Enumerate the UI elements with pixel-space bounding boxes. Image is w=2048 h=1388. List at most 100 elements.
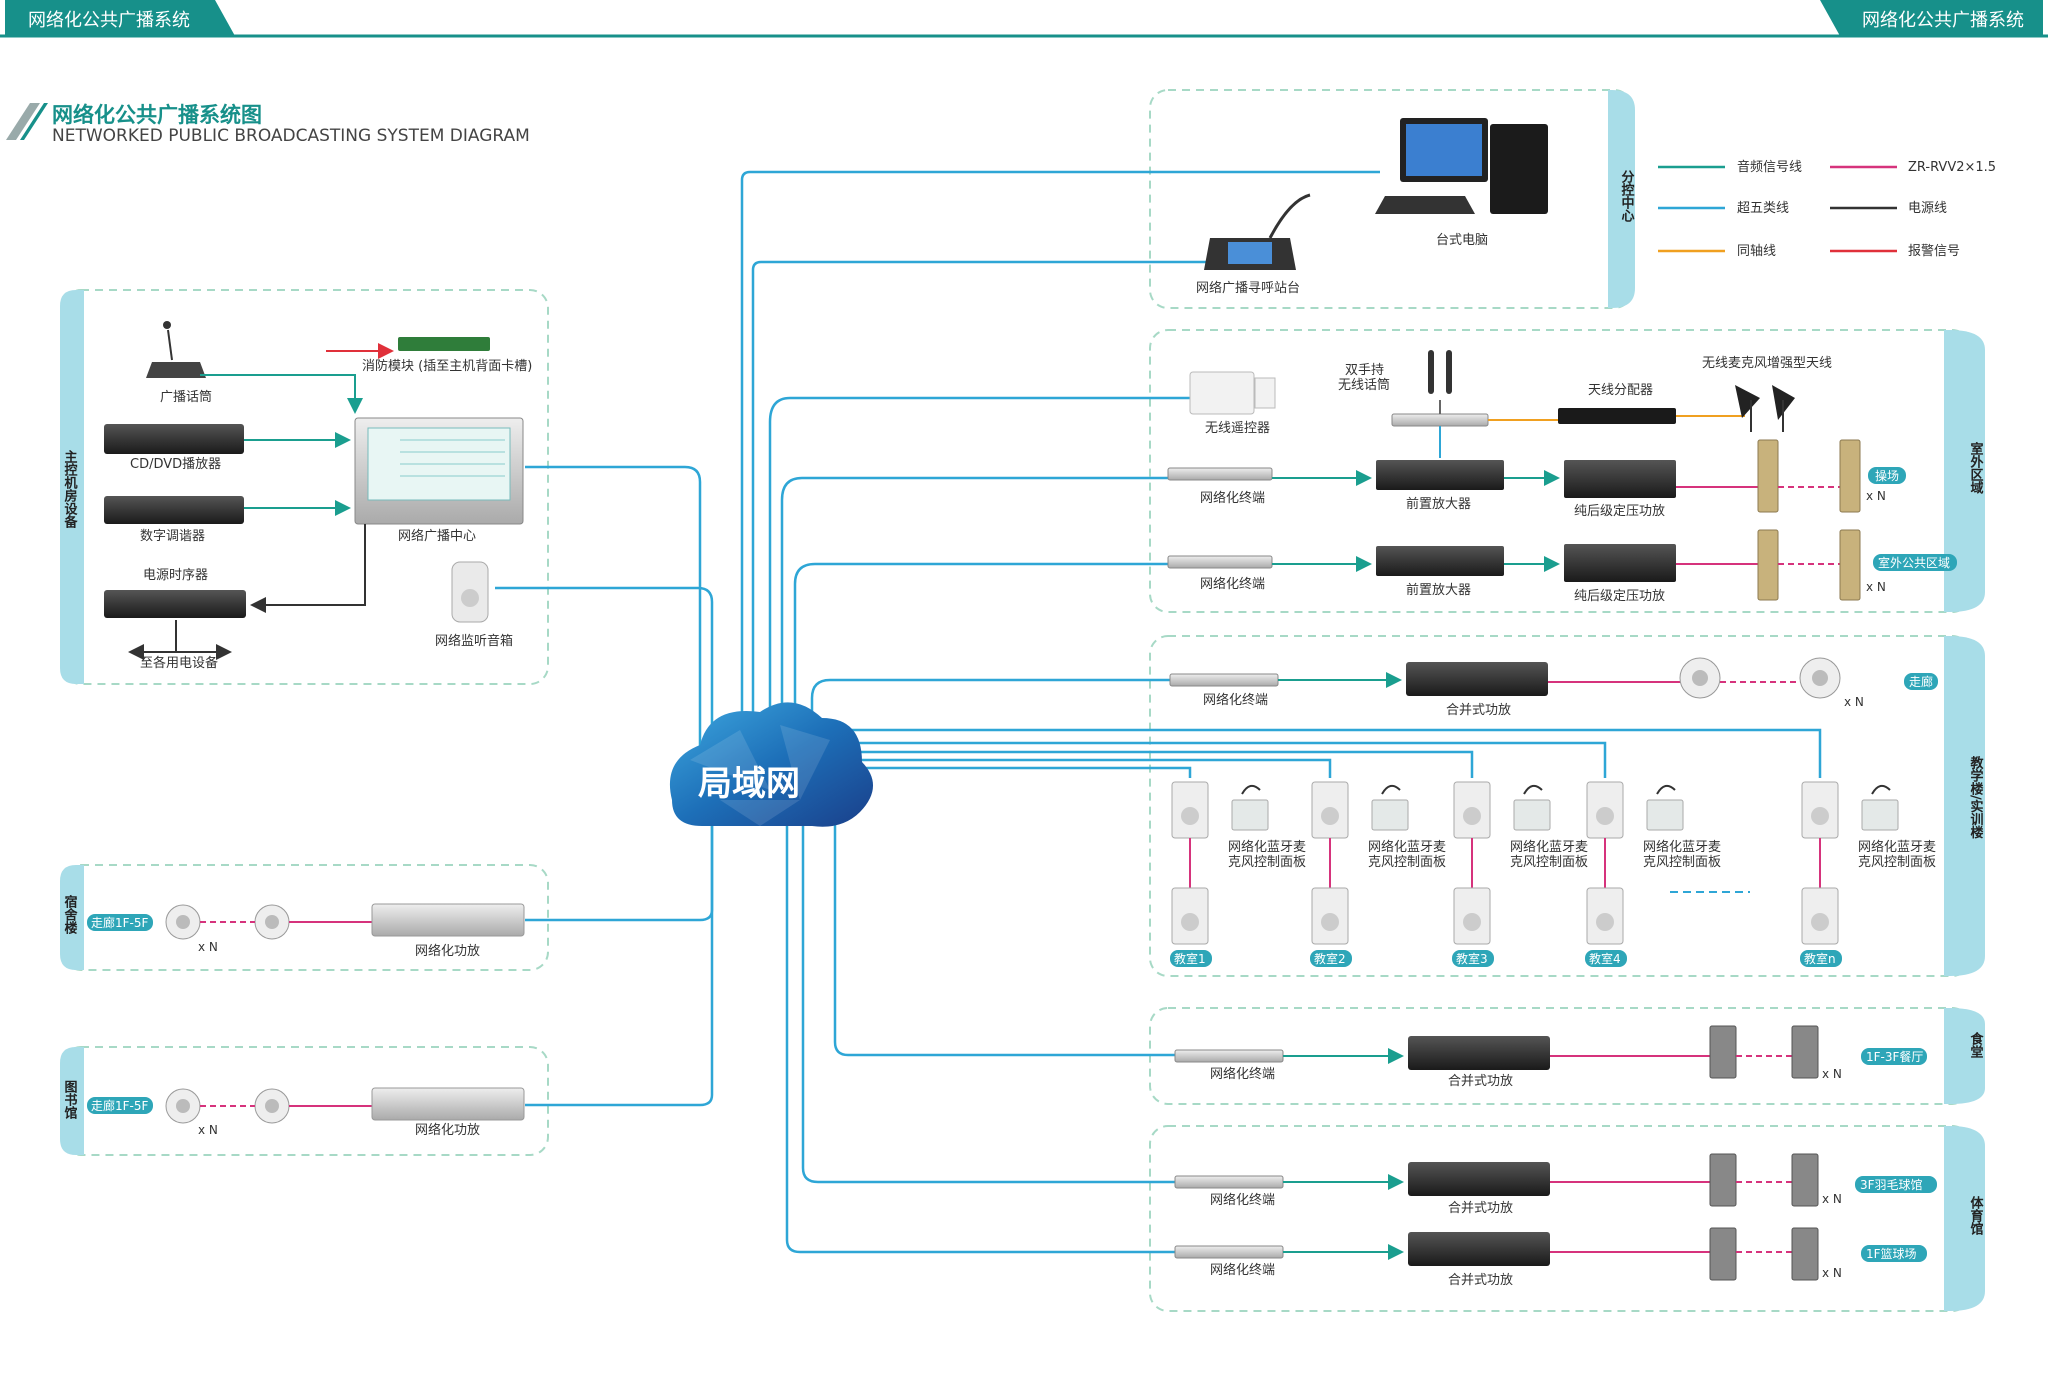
label-fire: 消防模块 (插至主机背面卡槽) xyxy=(362,358,532,374)
dorm-amp-label: 网络化功放 xyxy=(415,943,480,959)
dorm-tag xyxy=(87,914,153,931)
bluetooth-panel-icon xyxy=(1231,799,1269,831)
outdoor-xn-1: x N xyxy=(1866,489,1886,503)
column-speaker-icon xyxy=(1757,529,1779,601)
label-station: 网络广播寻呼站台 xyxy=(1196,280,1300,296)
classroom-tag-label: 教室2 xyxy=(1314,951,1346,966)
dvd-player-icon xyxy=(104,424,244,454)
panel-label: 网络化蓝牙麦 xyxy=(1228,839,1306,855)
bluetooth-panel-icon xyxy=(1646,799,1684,831)
tag-outdoor-public xyxy=(1873,554,1957,571)
label-splitter: 天线分配器 xyxy=(1588,383,1653,398)
column-speaker-icon xyxy=(1757,439,1779,513)
network-amp-icon xyxy=(371,1087,525,1121)
power-sequencer-icon xyxy=(104,590,246,618)
mixer-amp-icon xyxy=(1408,1162,1550,1196)
label-center: 网络广播中心 xyxy=(398,528,476,544)
tuner-icon xyxy=(104,496,244,524)
tag-playground xyxy=(1868,467,1906,484)
label-gym-terminal-2: 网络化终端 xyxy=(1210,1262,1275,1278)
legend-alarm: 报警信号 xyxy=(1908,243,1960,259)
lan-cloud: 局域网 xyxy=(669,702,874,827)
bluetooth-panel-icon xyxy=(1371,799,1409,831)
zone-outdoor-label: 室外区域 xyxy=(1968,441,1985,495)
zone-labels: 主控机房设备 宿舍楼 图书馆 分控中心 室外区域 教学楼/实训楼 食堂 体育馆 xyxy=(62,169,1985,1236)
lan-cloud-label: 局域网 xyxy=(698,764,800,804)
tag-corridor xyxy=(1904,673,1938,690)
label-mic: 广播话筒 xyxy=(160,389,212,405)
tag-playground-label: 操场 xyxy=(1875,468,1899,483)
label-terminal-1: 网络化终端 xyxy=(1200,490,1265,506)
wireless-mic-icon xyxy=(1391,350,1489,458)
panel-label: 克风控制面板 xyxy=(1368,855,1446,870)
legend-power: 电源线 xyxy=(1908,201,1947,216)
dorm-tag-label: 走廊1F-5F xyxy=(91,915,149,930)
legend-coax: 同轴线 xyxy=(1737,244,1776,259)
zone-library-box xyxy=(62,1046,549,1156)
label-dvd: CD/DVD播放器 xyxy=(130,457,221,472)
teaching-xn: x N xyxy=(1844,695,1864,709)
classroom-tag xyxy=(1800,950,1842,967)
canteen-zone: 网络化终端 合并式功放 x N 1F-3F餐厅 xyxy=(1174,1025,1927,1089)
label-canteen-amp: 合并式功放 xyxy=(1448,1074,1513,1089)
label-gym-amp-1: 合并式功放 xyxy=(1448,1201,1513,1216)
classroom-tag xyxy=(1310,950,1352,967)
label-amp-1: 纯后级定压功放 xyxy=(1574,504,1665,519)
main-room: 广播话筒 消防模块 (插至主机背面卡槽) CD/DVD播放器 数字调谐器 电源时… xyxy=(104,321,532,671)
tag-corridor-label: 走廊 xyxy=(1909,674,1933,689)
antenna-icon xyxy=(1735,385,1795,432)
zone-outdoor-box xyxy=(1149,329,1971,613)
header-left-tab xyxy=(5,0,235,36)
title-slash-icon xyxy=(6,103,40,140)
label-amp-2: 纯后级定压功放 xyxy=(1574,589,1665,604)
gym-xn-2: x N xyxy=(1822,1266,1842,1280)
title-en: NETWORKED PUBLIC BROADCASTING SYSTEM DIA… xyxy=(52,126,530,146)
paging-station-icon xyxy=(1204,193,1311,270)
label-remote: 无线遥控器 xyxy=(1205,421,1270,436)
classroom-tag-label: 教室3 xyxy=(1456,951,1488,966)
label-to-power: 至各用电设备 xyxy=(140,655,218,671)
tag-canteen-label: 1F-3F餐厅 xyxy=(1866,1049,1923,1064)
tag-badminton-label: 3F羽毛球馆 xyxy=(1860,1177,1923,1192)
panel-label: 网络化蓝牙麦 xyxy=(1368,839,1446,855)
panel-label: 克风控制面板 xyxy=(1228,855,1306,870)
label-canteen-terminal: 网络化终端 xyxy=(1210,1066,1275,1082)
dorm-zone: 走廊1F-5F x N 网络化功放 xyxy=(87,903,525,959)
panel-mic-icon xyxy=(1656,784,1676,795)
library-zone: 走廊1F-5F x N 网络化功放 xyxy=(87,1087,525,1138)
library-tag-label: 走廊1F-5F xyxy=(91,1098,149,1113)
antenna-splitter-icon xyxy=(1558,408,1676,424)
power-amp-icon xyxy=(1564,544,1676,582)
label-preamp-2: 前置放大器 xyxy=(1406,582,1471,598)
library-xn: x N xyxy=(198,1123,218,1137)
legend: 音频信号线 ZR-RVV2×1.5 超五类线 电源线 同轴线 报警信号 xyxy=(1658,159,1996,259)
wall-speaker-icon xyxy=(1791,1025,1819,1079)
label-wireless-mic-2: 无线话筒 xyxy=(1338,377,1390,393)
wireless-remote-icon xyxy=(1189,371,1255,415)
library-tag xyxy=(87,1097,153,1114)
mixer-amp-icon xyxy=(1408,1232,1550,1266)
legend-audio: 音频信号线 xyxy=(1737,159,1802,175)
tag-basketball-label: 1F篮球场 xyxy=(1866,1246,1917,1261)
column-speaker-icon xyxy=(1839,529,1861,601)
zone-sub-label: 分控中心 xyxy=(1619,169,1635,223)
bluetooth-panel-icon xyxy=(1861,799,1899,831)
zone-teaching-box xyxy=(1149,635,1971,977)
dorm-xn: x N xyxy=(198,940,218,954)
network-terminal-icon xyxy=(1167,555,1273,569)
wall-speaker-icon xyxy=(1709,1227,1737,1281)
header-bar: 网络化公共广播系统 网络化公共广播系统 xyxy=(0,0,2048,38)
wall-speaker-icon xyxy=(1709,1153,1737,1207)
classroom-tag-label: 教室1 xyxy=(1174,951,1206,966)
classroom-tag xyxy=(1585,950,1627,967)
header-right-label: 网络化公共广播系统 xyxy=(1862,10,2024,31)
mixer-amp-icon xyxy=(1408,1036,1550,1070)
gym-xn-1: x N xyxy=(1822,1192,1842,1206)
panel-mic-icon xyxy=(1871,784,1891,795)
label-power: 电源时序器 xyxy=(143,568,208,583)
wall-speaker-icon xyxy=(1791,1227,1819,1281)
header-left-label: 网络化公共广播系统 xyxy=(28,10,190,31)
network-terminal-icon xyxy=(1167,467,1273,481)
sub-center: 台式电脑 网络广播寻呼站台 xyxy=(1196,118,1548,296)
panel-label: 克风控制面板 xyxy=(1643,855,1721,870)
